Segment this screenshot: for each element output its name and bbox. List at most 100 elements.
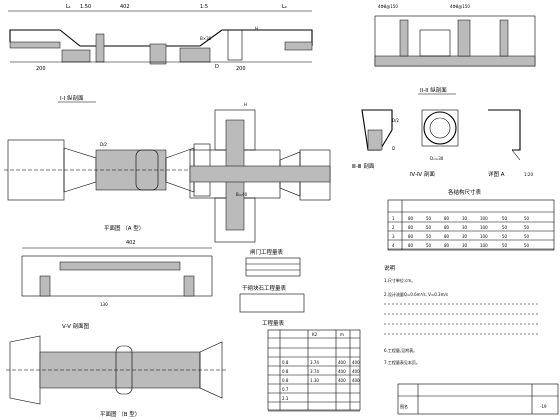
size-cell: 50 [524,234,530,239]
section-5-5-outline [21,255,213,297]
gate-frame [227,29,243,61]
qty-cell: 0.8 [282,369,289,374]
size-cell: 4 [392,243,395,248]
caption-plan-1: 平面图 （A 型） [104,224,144,232]
caption-detail-a: 详图 A [488,170,505,178]
dim-dxb: B×30 [200,36,212,41]
qty-cell: 400 [338,378,346,383]
size-table-title: 各结构尺寸表 [448,188,482,196]
size-cell: 50 [502,234,508,239]
rebar-table-title: 干砌块石工程量表 [242,284,287,292]
dim-d0: D [392,146,395,151]
detail-2-2: Dₓ=30 Ⅳ-Ⅳ 剖面 [410,109,459,178]
dim-h-north: H [244,102,247,107]
dim-200-right: 200 [236,66,246,72]
sheet-number: -19 [540,404,547,409]
rebar-table-box [239,293,305,313]
size-cell: 50 [502,243,508,248]
qty-cell: 0.7 [282,387,289,392]
size-cell: 50 [426,225,432,230]
dim-dw: D/2 [392,118,399,123]
detail-a-lead [511,149,521,161]
qty-cell: 0.8 [282,378,289,383]
section-5-5-pier-2 [183,275,195,297]
dim-d30: Dₓ=30 [430,156,444,161]
size-cell: 80 [408,225,414,230]
section-5-5-beam [59,261,181,271]
pier-1 [399,19,409,57]
qty-cell: 400 [352,369,360,374]
note-1: 1.尺寸单位:cm。 [384,277,415,283]
profile-outline [9,29,313,47]
size-cell: 100 [480,216,488,221]
qty-cell: 400 [338,369,346,374]
dim-l1-top: L₁ [66,4,71,10]
size-cell: 30 [462,234,468,239]
dim-402-bottom: 402 [126,240,136,246]
qty-head-k2: K2 [312,332,318,337]
caption-detail-1: Ⅲ-Ⅲ 剖面 [352,162,375,170]
size-cell: 50 [524,225,530,230]
cutoff-left [61,49,91,63]
dim-slope-top: 1:5 [200,4,208,10]
qty-cell: 1.30 [310,378,319,383]
dim-hc: H [255,26,258,31]
caption-section-5-5: V-V 剖面图 [62,322,90,330]
gate-table-title: 闸门工程量表 [250,248,284,256]
qty-table-box [267,329,361,411]
size-table-box [387,199,555,251]
size-cell: 80 [408,216,414,221]
dim-402-top: 402 [120,4,130,10]
size-cell: 80 [408,234,414,239]
wall-left [95,33,105,63]
plan2-outlet [199,341,223,399]
qty-cell: 400 [338,360,346,365]
dim-b40: B=40 [236,192,248,197]
apron-right [284,41,313,51]
caption-detail-2: Ⅳ-Ⅳ 剖面 [410,170,435,178]
scale-detail-a: 1:20 [524,172,533,177]
opening [419,29,451,57]
dim-d2: D/2 [100,142,107,147]
size-cell: 50 [426,216,432,221]
pipe-box [421,109,459,147]
qty-cell: 3.74 [310,360,319,365]
section-2-2-view: 4Φ8@150 4Φ8@150 II-II 纵剖面 [374,4,536,95]
size-cell: 50 [524,243,530,248]
gate-table: 闸门工程量表 干砌块石工程量表 工程量表 [239,248,305,327]
size-cell: 100 [480,243,488,248]
qty-table-title: 工程量表 [262,319,285,327]
pipe-outer [423,111,457,145]
size-cell: 1 [392,216,395,221]
qty-cell: 3.74 [310,369,319,374]
size-cell: 50 [502,225,508,230]
dim-ds: D [215,64,219,70]
dim-130: 130 [100,302,108,307]
detail-a: 详图 A 1:20 [488,109,533,178]
note-2: 2.设计流量Q=0.6m³/s, V=0.3m/s [384,291,448,297]
caption-section-2-2: II-II 纵剖面 [420,86,447,94]
size-cell: 50 [426,243,432,248]
pier-2 [457,19,471,57]
base-slab [374,55,536,67]
dim-150-top: 1.50 [80,4,91,10]
note-right: 4Φ8@150 [450,4,470,9]
section-5-5-pier-1 [39,275,51,297]
section-5-5-view: 402 130 V-V 剖面图 [21,240,213,330]
size-cell: 80 [444,234,450,239]
note-7: 7.工程量表见本页。 [384,359,420,365]
size-cell: 80 [444,243,450,248]
mid-block [149,43,167,65]
size-cell: 2 [392,225,395,230]
cross-horizontal-channel [189,165,331,183]
size-cell: 80 [444,225,450,230]
size-cell: 80 [408,243,414,248]
detail-a-shape [488,109,521,151]
size-cell: 50 [524,216,530,221]
detail-1-1: D/2 D Ⅲ-Ⅲ 剖面 [352,109,399,170]
note-left: 4Φ8@150 [378,4,398,9]
size-cell: 50 [502,216,508,221]
